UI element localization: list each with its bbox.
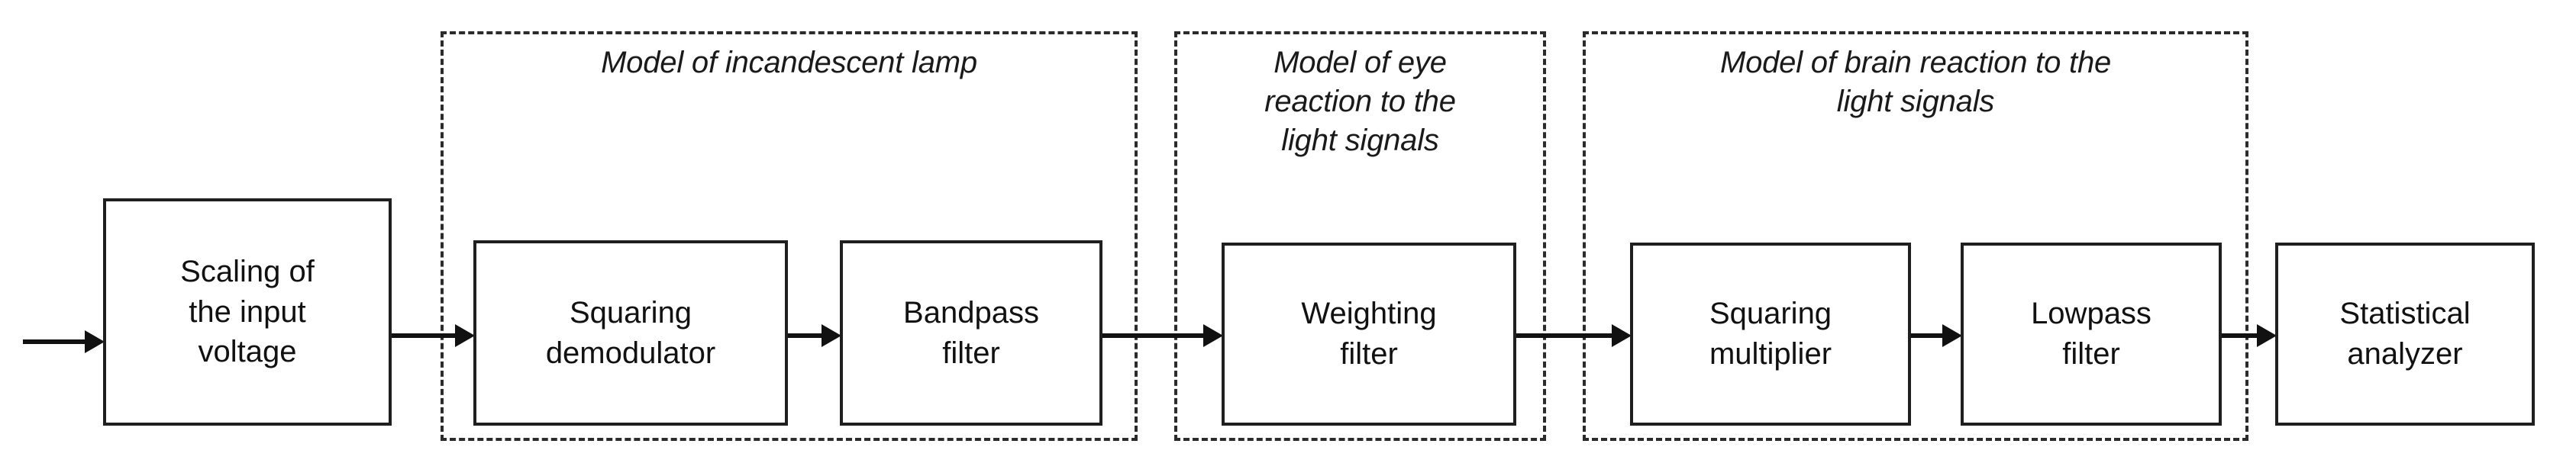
arrow-input-to-scaling-shaft xyxy=(23,339,86,344)
arrow-lowpass-to-statistical-arrowhead-icon xyxy=(2257,324,2277,347)
arrow-scaling-to-squaring-demod-shaft xyxy=(392,333,457,338)
block-statistical-analyzer-label: Statistical analyzer xyxy=(2339,297,2471,371)
arrow-bandpass-to-weighting-shaft xyxy=(1102,333,1205,338)
block-scaling-input-voltage-label: Scaling of the input voltage xyxy=(180,254,315,369)
group-brain-reaction-title: Model of brain reaction to the light sig… xyxy=(1719,46,2112,119)
block-weighting-filter[interactable]: Weighting filter xyxy=(1222,243,1516,426)
block-squaring-demodulator[interactable]: Squaring demodulator xyxy=(473,240,788,426)
arrow-weighting-to-squaring-mult-shaft xyxy=(1516,333,1613,338)
block-lowpass-filter-label: Lowpass filter xyxy=(2031,297,2152,371)
block-bandpass-filter-label: Bandpass filter xyxy=(903,295,1039,370)
arrow-scaling-to-squaring-demod-arrowhead-icon xyxy=(455,324,475,347)
block-lowpass-filter[interactable]: Lowpass filter xyxy=(1961,243,2222,426)
arrow-weighting-to-squaring-mult-arrowhead-icon xyxy=(1612,324,1632,347)
block-squaring-multiplier-label: Squaring multiplier xyxy=(1709,297,1832,371)
group-incandescent-lamp-title: Model of incandescent lamp xyxy=(601,46,977,79)
group-brain-reaction: Model of brain reaction to the light sig… xyxy=(1583,31,2248,441)
block-squaring-multiplier[interactable]: Squaring multiplier xyxy=(1630,243,1911,426)
block-statistical-analyzer[interactable]: Statistical analyzer xyxy=(2275,243,2535,426)
group-eye-reaction: Model of eye reaction to the light signa… xyxy=(1174,31,1546,441)
arrow-bandpass-to-weighting-arrowhead-icon xyxy=(1203,324,1223,347)
arrow-squaring-mult-to-lowpass-shaft xyxy=(1911,333,1944,338)
arrow-lowpass-to-statistical-shaft xyxy=(2222,333,2258,338)
group-incandescent-lamp: Model of incandescent lamp xyxy=(441,31,1138,441)
arrow-squaring-mult-to-lowpass-arrowhead-icon xyxy=(1942,324,1962,347)
group-eye-reaction-title: Model of eye reaction to the light signa… xyxy=(1264,46,1456,158)
block-scaling-input-voltage[interactable]: Scaling of the input voltage xyxy=(103,198,392,426)
block-weighting-filter-label: Weighting filter xyxy=(1301,297,1437,371)
block-bandpass-filter[interactable]: Bandpass filter xyxy=(840,240,1102,426)
arrow-input-to-scaling-arrowhead-icon xyxy=(85,330,105,353)
block-squaring-demodulator-label: Squaring demodulator xyxy=(545,295,716,370)
arrow-squaring-demod-to-bandpass-arrowhead-icon xyxy=(822,324,841,347)
arrow-squaring-demod-to-bandpass-shaft xyxy=(788,333,823,338)
